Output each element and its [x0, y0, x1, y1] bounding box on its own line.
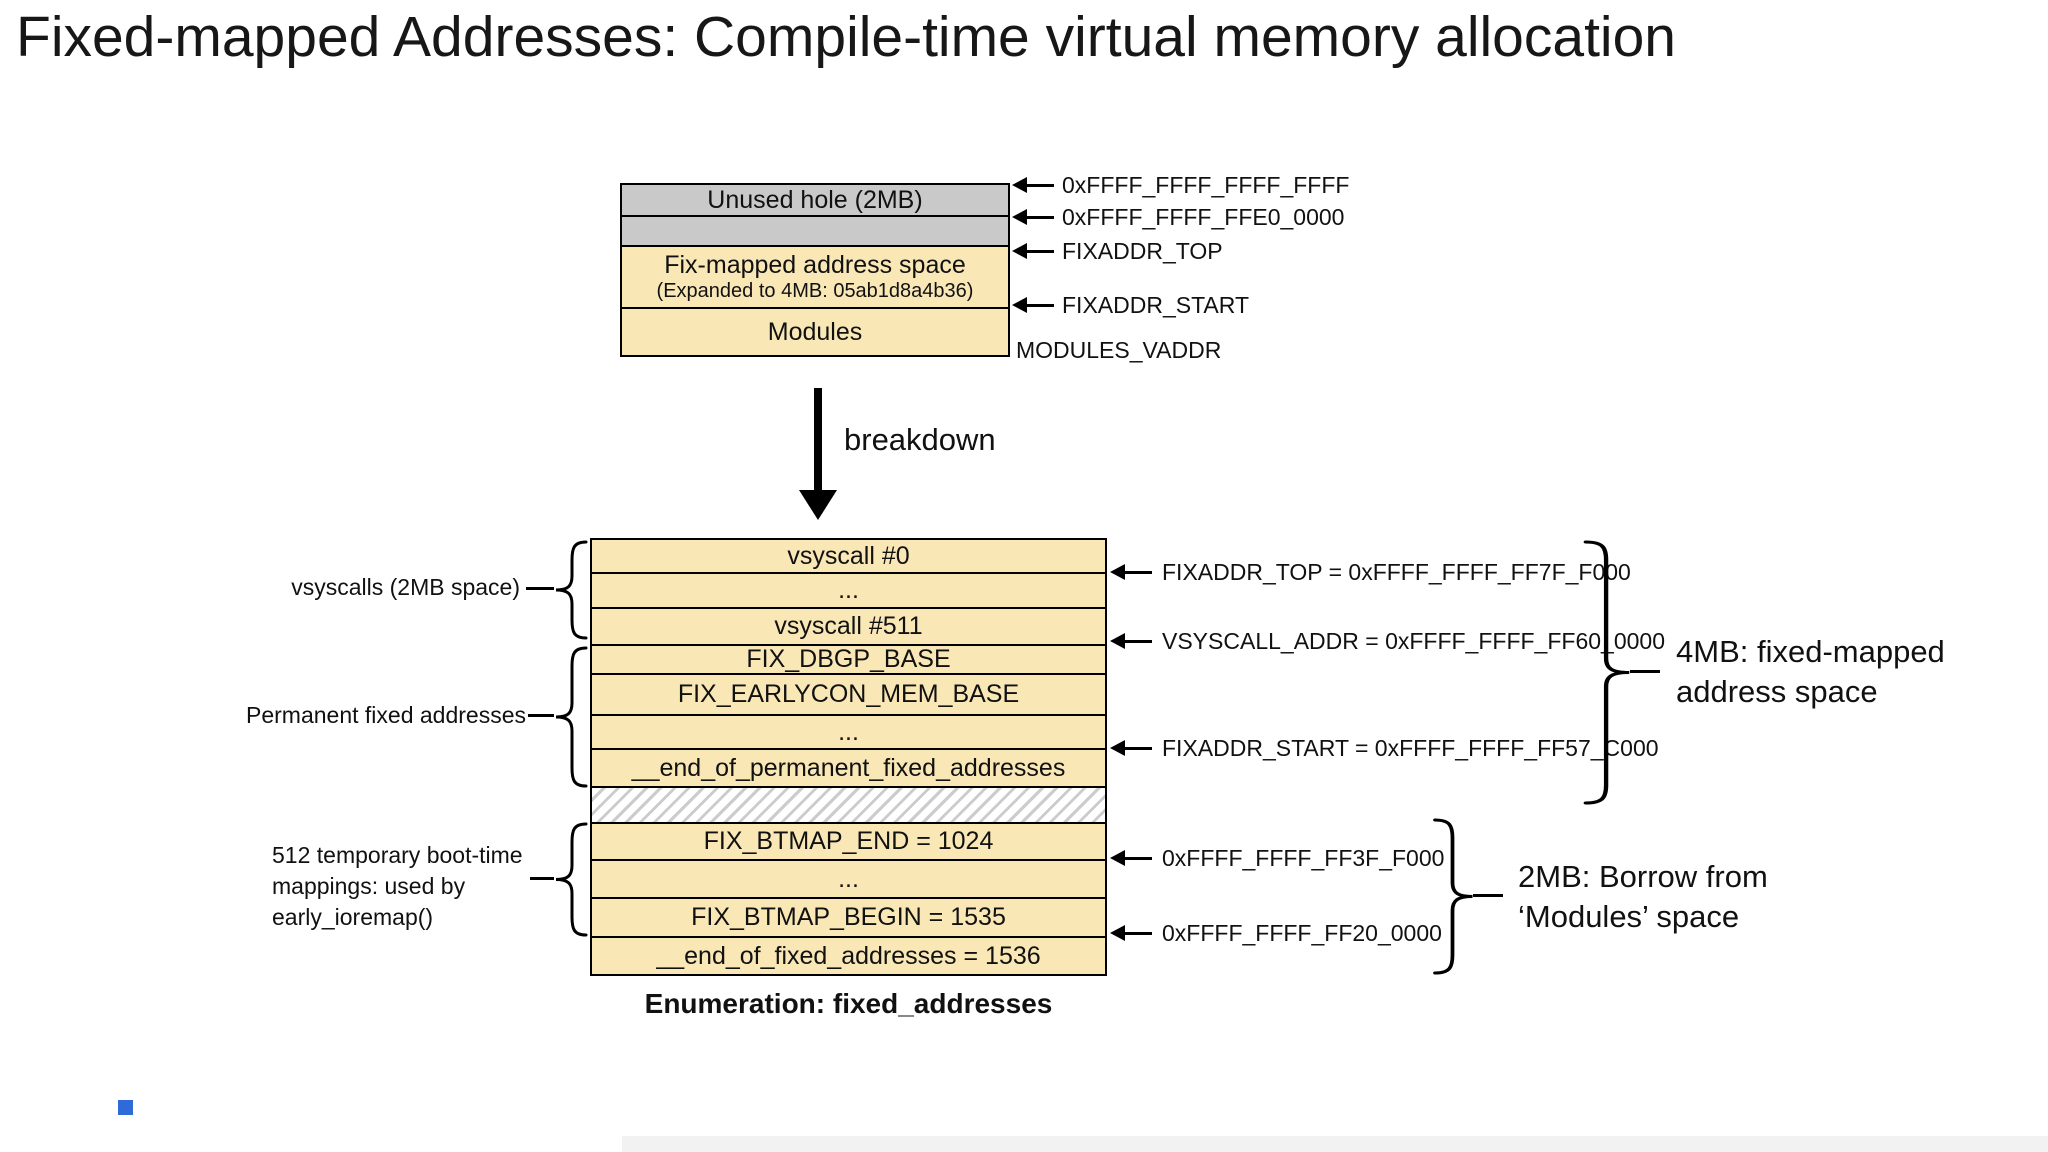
arrow-line	[1026, 183, 1054, 187]
annotation-4mb-space: 4MB: fixed-mapped address space	[1676, 634, 1945, 709]
row-label: Unused hole (2MB)	[707, 185, 923, 214]
arrow-icon	[1012, 297, 1027, 313]
detail-row-end-permanent: __end_of_permanent_fixed_addresses	[592, 750, 1105, 788]
overview-callout-fixaddr-top: FIXADDR_TOP	[1062, 237, 1223, 264]
overview-callout-fixaddr-start: FIXADDR_START	[1062, 291, 1250, 318]
arrow-line	[1124, 856, 1152, 860]
detail-row-ellipsis: ...	[592, 861, 1105, 899]
detail-callout-fixaddr-start: FIXADDR_START = 0xFFFF_FFFF_FF57_C000	[1162, 734, 1659, 761]
arrow-line	[1124, 639, 1152, 643]
row-label: ...	[838, 717, 859, 746]
annotation-permanent-fixed: Permanent fixed addresses	[246, 702, 526, 728]
detail-row-vsyscall0: vsyscall #0	[592, 540, 1105, 574]
arrow-icon	[1110, 633, 1125, 649]
detail-row-hatched-gap	[592, 788, 1105, 824]
connector-line	[1630, 670, 1660, 673]
annotation-temporary-mappings: 512 temporary boot-time mappings: used b…	[272, 842, 523, 930]
detail-callout-ff3f: 0xFFFF_FFFF_FF3F_F000	[1162, 844, 1445, 871]
connector-line	[526, 587, 554, 590]
annotation-2mb-borrow: 2MB: Borrow from ‘Modules’ space	[1518, 859, 1768, 934]
overview-callout-top-address: 0xFFFF_FFFF_FFFF_FFFF	[1062, 171, 1350, 198]
arrow-icon	[1012, 177, 1027, 193]
enumeration-caption: Enumeration: fixed_addresses	[644, 988, 1053, 1019]
detail-row-btmap-end: FIX_BTMAP_END = 1024	[592, 824, 1105, 861]
overview-row-gray-strip	[622, 217, 1008, 247]
row-label: FIX_BTMAP_END = 1024	[703, 827, 994, 856]
overview-row-fixmapped: Fix-mapped address space (Expanded to 4M…	[622, 247, 1008, 309]
row-label: vsyscall #511	[774, 612, 923, 641]
page-title: Fixed-mapped Addresses: Compile-time vir…	[16, 5, 1676, 69]
row-sublabel: (Expanded to 4MB: 05ab1d8a4b36)	[656, 279, 974, 302]
overview-callout-ffe0: 0xFFFF_FFFF_FFE0_0000	[1062, 203, 1345, 230]
left-brace-icon	[555, 540, 588, 640]
overview-memory-box: Unused hole (2MB) Fix-mapped address spa…	[620, 183, 1010, 357]
detail-memory-box: vsyscall #0 ... vsyscall #511 FIX_DBGP_B…	[590, 538, 1107, 976]
row-label: Modules	[767, 317, 863, 346]
arrow-icon	[1110, 850, 1125, 866]
detail-callout-vsyscall-addr: VSYSCALL_ADDR = 0xFFFF_FFFF_FF60_0000	[1162, 627, 1665, 654]
row-label: ...	[838, 576, 859, 605]
row-label: vsyscall #0	[787, 541, 910, 570]
arrow-icon	[1110, 564, 1125, 580]
breakdown-label: breakdown	[844, 422, 996, 457]
row-label: FIX_DBGP_BASE	[746, 645, 951, 674]
breakdown-arrow-line	[814, 388, 822, 490]
breakdown-arrow-head-icon	[799, 490, 837, 520]
detail-row-end-fixed: __end_of_fixed_addresses = 1536	[592, 938, 1105, 974]
detail-callout-fixaddr-top: FIXADDR_TOP = 0xFFFF_FFFF_FF7F_F000	[1162, 558, 1631, 585]
right-brace-icon	[1433, 818, 1473, 975]
connector-line	[528, 714, 554, 717]
annotation-vsyscalls: vsyscalls (2MB space)	[291, 574, 520, 600]
arrow-line	[1026, 249, 1054, 253]
connector-line	[530, 877, 554, 880]
row-label: ...	[838, 864, 859, 893]
overview-row-unused-hole: Unused hole (2MB)	[622, 185, 1008, 217]
detail-callout-ff20: 0xFFFF_FFFF_FF20_0000	[1162, 919, 1442, 946]
left-brace-icon	[555, 646, 588, 788]
arrow-line	[1124, 570, 1152, 574]
detail-row-ellipsis: ...	[592, 716, 1105, 750]
row-label: __end_of_permanent_fixed_addresses	[631, 753, 1066, 782]
right-brace-icon	[1583, 540, 1630, 805]
overview-callout-modules-vaddr: MODULES_VADDR	[1016, 336, 1222, 363]
arrow-icon	[1110, 925, 1125, 941]
row-label: FIX_EARLYCON_MEM_BASE	[677, 680, 1020, 709]
bottom-strip	[622, 1136, 2048, 1152]
arrow-icon	[1012, 209, 1027, 225]
arrow-line	[1124, 931, 1152, 935]
arrow-line	[1124, 746, 1152, 750]
slide-accent-square	[118, 1100, 133, 1115]
detail-row-ellipsis: ...	[592, 574, 1105, 609]
connector-line	[1473, 894, 1503, 897]
arrow-line	[1026, 215, 1054, 219]
left-brace-icon	[555, 822, 588, 937]
overview-row-modules: Modules	[622, 309, 1008, 355]
row-label: FIX_BTMAP_BEGIN = 1535	[691, 903, 1006, 932]
arrow-icon	[1110, 740, 1125, 756]
arrow-icon	[1012, 243, 1027, 259]
detail-row-vsyscall511: vsyscall #511	[592, 609, 1105, 646]
arrow-line	[1026, 303, 1054, 307]
detail-row-fix-dbgp: FIX_DBGP_BASE	[592, 646, 1105, 675]
detail-row-btmap-begin: FIX_BTMAP_BEGIN = 1535	[592, 899, 1105, 938]
row-label: Fix-mapped address space	[664, 251, 966, 280]
row-label: __end_of_fixed_addresses = 1536	[656, 941, 1041, 970]
detail-row-earlycon: FIX_EARLYCON_MEM_BASE	[592, 675, 1105, 716]
